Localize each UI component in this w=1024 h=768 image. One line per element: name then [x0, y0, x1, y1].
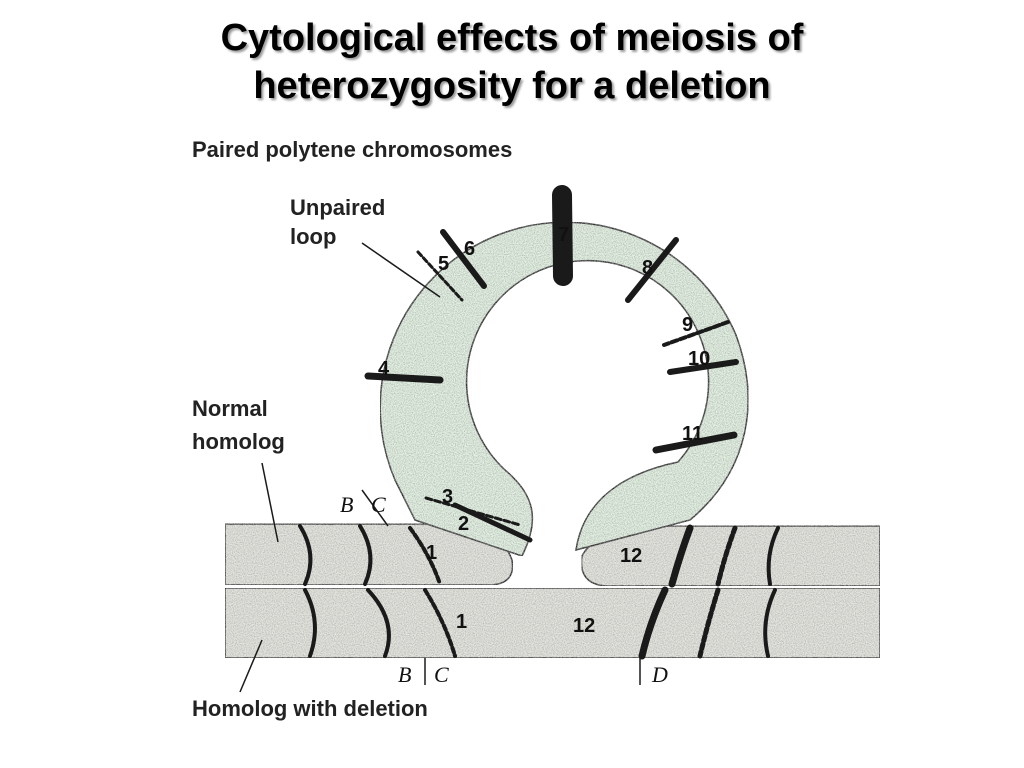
upper-band-number-1: 1: [426, 542, 437, 564]
band: [763, 588, 777, 658]
band: [452, 502, 533, 543]
band-number-10: 10: [688, 348, 710, 370]
loop-bands: [364, 185, 739, 543]
band: [652, 431, 738, 454]
band: [668, 524, 694, 588]
band-number-7: 7: [558, 224, 569, 246]
band: [715, 525, 738, 587]
upper-band-number-12: 12: [620, 545, 642, 567]
band: [303, 588, 317, 658]
lower-gene-b: B: [398, 662, 411, 687]
loop-body: [379, 221, 749, 557]
lower-gene-c: C: [434, 662, 449, 687]
band: [364, 372, 444, 384]
band-number-4: 4: [378, 358, 390, 380]
band: [697, 587, 721, 659]
normal-homolog-label-1: Normal: [192, 396, 268, 421]
band: [424, 496, 522, 527]
band: [662, 320, 730, 347]
title-line-1: Cytological effects of meiosis of: [220, 17, 804, 59]
leader-lines: [239, 242, 641, 693]
band: [440, 229, 487, 289]
upper-bc-marker: [361, 489, 389, 527]
normal-homolog-chromosome: [224, 523, 881, 587]
band: [667, 359, 739, 375]
band: [766, 526, 780, 586]
normal-homolog-label-2: homolog: [192, 429, 285, 454]
upper-gene-b: B: [340, 492, 353, 517]
paired-bands: [298, 524, 780, 660]
homolog-deletion-label: Homolog with deletion: [192, 696, 428, 721]
unpaired-loop-leader: [361, 242, 441, 298]
band: [552, 185, 573, 286]
lower-band-number-1: 1: [456, 611, 467, 633]
band: [358, 524, 373, 586]
upper-gene-c: C: [371, 492, 386, 517]
band-number-9: 9: [682, 314, 693, 336]
slide-title: Cytological effects of meiosis of hetero…: [0, 14, 1024, 110]
band: [366, 588, 391, 658]
deletion-homolog-chromosome: [224, 587, 881, 659]
normal-homolog-leader: [261, 462, 279, 543]
band-number-5: 5: [438, 253, 449, 275]
lower-band-number-12: 12: [573, 615, 595, 637]
band-number-3: 3: [442, 486, 453, 508]
band-number-11: 11: [682, 423, 703, 445]
band-number-6: 6: [464, 238, 475, 260]
band-number-8: 8: [642, 257, 653, 279]
unpaired-loop-label-2: loop: [290, 224, 336, 249]
unpaired-loop: [379, 221, 749, 557]
unpaired-loop-label-1: Unpaired: [290, 195, 385, 220]
band: [416, 250, 464, 302]
band: [638, 586, 669, 660]
heading-label: Paired polytene chromosomes: [192, 137, 512, 162]
lower-chromosome: [224, 587, 881, 659]
band-number-2: 2: [458, 513, 469, 535]
band: [298, 524, 313, 586]
title-line-2: heterozygosity for a deletion: [253, 65, 771, 107]
band: [625, 237, 679, 303]
deletion-homolog-leader: [239, 639, 263, 693]
band: [408, 526, 442, 586]
band: [423, 588, 457, 658]
lower-gene-d: D: [651, 662, 668, 687]
